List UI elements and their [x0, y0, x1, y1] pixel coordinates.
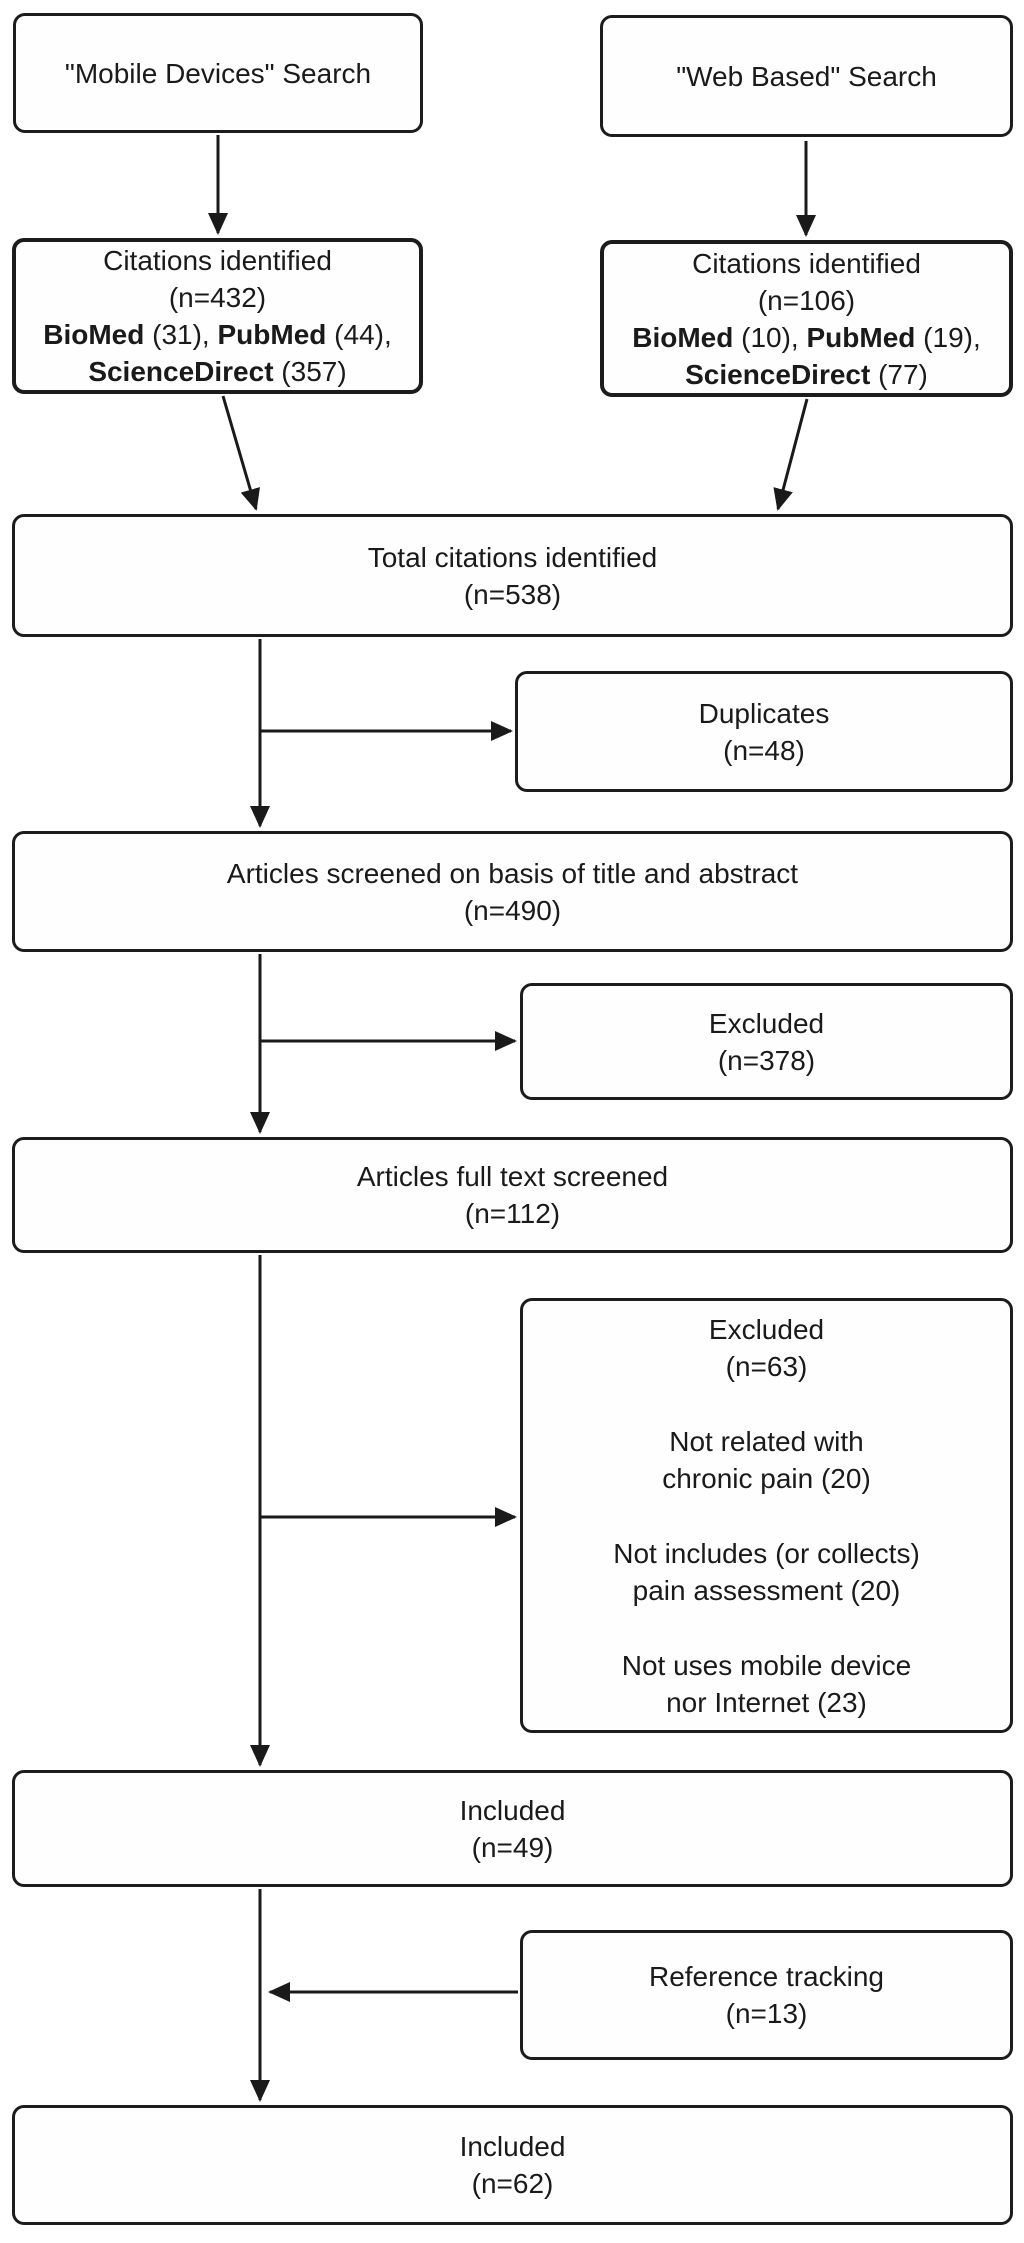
excluded-full-text-header: Excluded (n=63): [709, 1311, 824, 1385]
excluded-reason-mobile-internet: Not uses mobile device nor Internet (23): [622, 1647, 911, 1721]
box-articles-full-text-screened: Articles full text screened (n=112): [12, 1137, 1013, 1253]
excluded-reason-2-line-1: Not includes (or collects): [613, 1537, 920, 1569]
excluded-full-text-count: (n=63): [725, 1350, 808, 1382]
citations-web-sources-line2: ScienceDirect (77): [685, 358, 928, 390]
citations-mobile-count: (n=432): [168, 282, 267, 313]
mobile-devices-search-label: "Mobile Devices" Search: [64, 57, 372, 89]
box-included-first: Included (n=49): [12, 1770, 1013, 1887]
included-first-title: Included: [459, 1794, 566, 1826]
included-final-title: Included: [459, 2131, 566, 2162]
total-citations-count: (n=538): [463, 578, 562, 610]
citations-web-title: Citations identified: [692, 247, 921, 279]
box-reference-tracking: Reference tracking (n=13): [520, 1930, 1013, 2060]
screened-title-abstract-count: (n=490): [463, 894, 562, 926]
box-articles-screened-title-abstract: Articles screened on basis of title and …: [12, 831, 1013, 952]
excluded-reason-3-line-1: Not uses mobile device: [621, 1649, 912, 1681]
full-text-screened-count: (n=112): [464, 1198, 561, 1229]
citations-mobile-sources-line1: BioMed (31), PubMed (44),: [43, 319, 392, 350]
citations-web-count: (n=106): [757, 284, 856, 316]
total-citations-title: Total citations identified: [367, 541, 658, 573]
box-web-based-search: "Web Based" Search: [600, 15, 1013, 137]
box-citations-identified-web: Citations identified (n=106) BioMed (10)…: [600, 240, 1013, 397]
excluded-reason-pain-assessment: Not includes (or collects) pain assessme…: [613, 1535, 920, 1609]
arrow-citations-mobile-to-total: [221, 395, 260, 511]
box-included-final: Included (n=62): [12, 2105, 1013, 2225]
reference-tracking-count: (n=13): [725, 1998, 808, 2029]
screened-title-abstract-title: Articles screened on basis of title and …: [226, 857, 799, 889]
reference-tracking-title: Reference tracking: [648, 1961, 884, 1992]
excluded-title-abstract-title: Excluded: [708, 1007, 825, 1039]
citations-web-sources-line1: BioMed (10), PubMed (19),: [632, 321, 981, 353]
box-duplicates: Duplicates (n=48): [515, 671, 1013, 792]
excluded-reason-1-line-1: Not related with: [669, 1425, 864, 1457]
citations-mobile-title: Citations identified: [103, 245, 332, 276]
citations-mobile-sources-line2: ScienceDirect (357): [88, 356, 347, 387]
duplicates-title: Duplicates: [698, 697, 830, 729]
included-first-count: (n=49): [471, 1831, 554, 1863]
box-excluded-full-text: Excluded (n=63) Not related with chronic…: [520, 1298, 1013, 1733]
excluded-reason-2-line-2: pain assessment (20): [632, 1574, 901, 1606]
excluded-reason-3-line-2: nor Internet (23): [666, 1686, 867, 1718]
box-total-citations: Total citations identified (n=538): [12, 514, 1013, 637]
duplicates-count: (n=48): [723, 734, 805, 766]
excluded-title-abstract-count: (n=378): [717, 1044, 816, 1076]
excluded-reason-1-line-2: chronic pain (20): [662, 1462, 871, 1494]
included-final-count: (n=62): [471, 2168, 554, 2199]
box-excluded-title-abstract: Excluded (n=378): [520, 983, 1013, 1100]
full-text-screened-title: Articles full text screened: [356, 1161, 669, 1192]
box-mobile-devices-search: "Mobile Devices" Search: [13, 13, 423, 133]
excluded-reason-chronic-pain: Not related with chronic pain (20): [662, 1423, 871, 1497]
web-based-search-label: "Web Based" Search: [676, 60, 937, 92]
arrow-citations-web-to-total: [773, 398, 809, 511]
excluded-full-text-title: Excluded: [708, 1313, 825, 1345]
box-citations-identified-mobile: Citations identified (n=432) BioMed (31)…: [12, 238, 423, 394]
